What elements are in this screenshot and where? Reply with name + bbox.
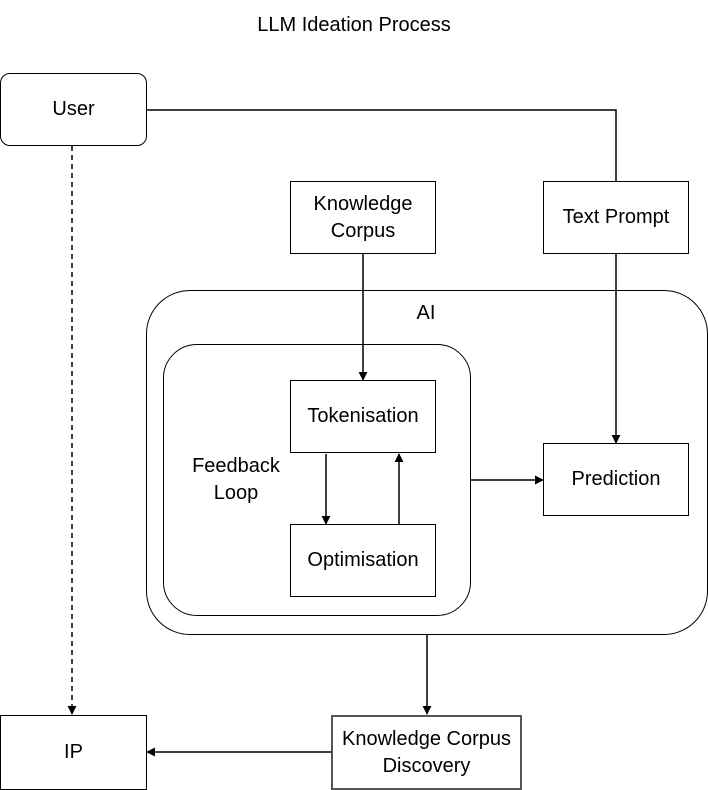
- user-node: User: [0, 73, 147, 146]
- optimisation-node: Optimisation: [290, 524, 436, 597]
- diagram-title: LLM Ideation Process: [257, 14, 451, 36]
- feedback-loop-container: [163, 344, 471, 616]
- feedback-loop-label: Feedback Loop: [192, 455, 280, 504]
- edge-user-to-text-prompt: [146, 109, 617, 182]
- text-prompt-node: Text Prompt: [543, 181, 689, 254]
- ai-label: AI: [416, 302, 436, 324]
- tokenisation-node: Tokenisation: [290, 380, 436, 453]
- ip-node: IP: [0, 715, 147, 790]
- knowledge-corpus-node: Knowledge Corpus: [290, 181, 436, 254]
- knowledge-corpus-discovery-node: Knowledge Corpus Discovery: [331, 715, 522, 790]
- prediction-node: Prediction: [543, 443, 689, 516]
